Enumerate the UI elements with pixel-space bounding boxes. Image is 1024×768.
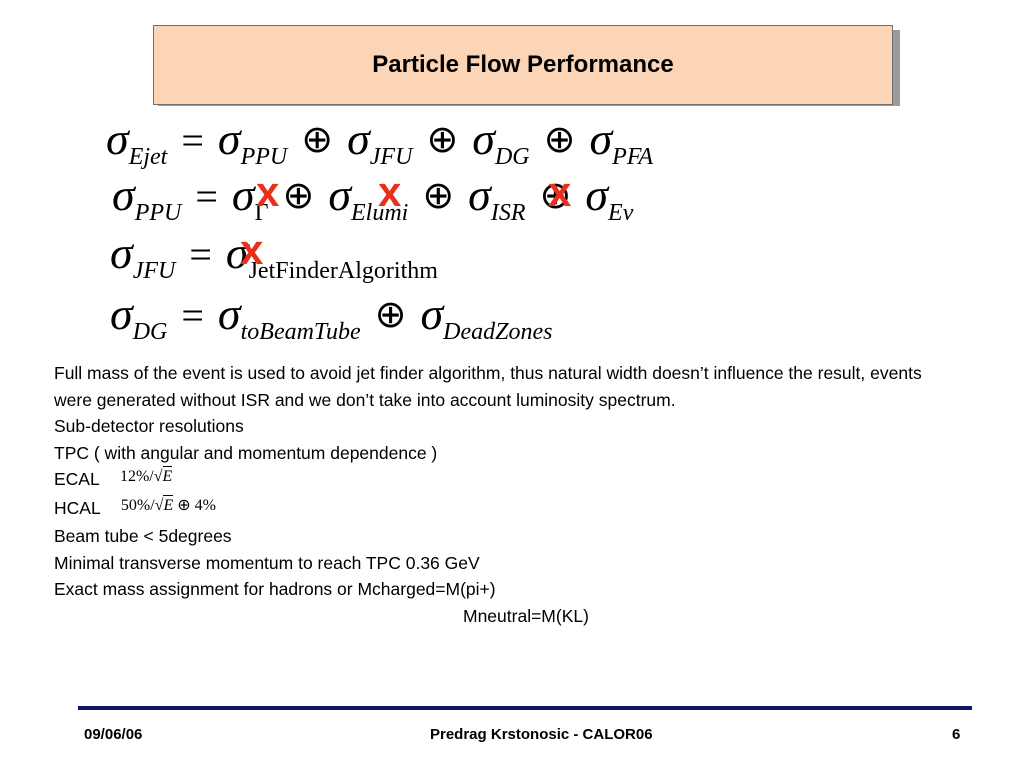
sigma-symbol: σ: [225, 227, 249, 278]
slash: /: [150, 496, 155, 514]
equals-sign: =: [189, 232, 212, 277]
oplus-symbol: ⊕: [374, 294, 407, 336]
formula-subscript: PFA: [612, 144, 654, 170]
energy-symbol: E: [162, 466, 173, 485]
oplus-symbol: ⊕: [426, 119, 459, 161]
crossed-out-mark: x: [378, 168, 402, 215]
formula-subscript: DG: [494, 144, 530, 170]
subdetector-line: Sub-detector resolutions: [54, 416, 244, 436]
title-box: Particle Flow Performance: [153, 25, 893, 105]
formula-line-2: σPPU = σΓ ⊕ σElumi ⊕ σISR ⊕ σEν: [112, 168, 633, 226]
formula-subscript: DeadZones: [443, 319, 553, 345]
footer-page-number: 6: [952, 726, 961, 743]
sigma-symbol: σ: [110, 227, 133, 278]
formula-subscript: DG: [132, 319, 168, 345]
sqrt-symbol: √: [154, 496, 164, 514]
sqrt-symbol: √: [153, 468, 163, 485]
formula-line-1: σEjet = σPPU ⊕ σJFU ⊕ σDG ⊕ σPFA: [106, 112, 653, 170]
oplus-symbol: ⊕: [301, 119, 334, 161]
crossed-out-mark: x: [548, 168, 572, 215]
sigma-symbol: σ: [472, 113, 495, 164]
formula-subscript: toBeamTube: [240, 319, 361, 345]
oplus-symbol: ⊕: [282, 175, 315, 217]
slide-title: Particle Flow Performance: [372, 51, 674, 78]
equals-sign: =: [181, 118, 204, 163]
sigma-symbol: σ: [468, 169, 491, 220]
hcal-constant: 4%: [194, 496, 216, 514]
equals-sign: =: [195, 174, 218, 219]
formula-line-3: σJFU = σJetFinderAlgorithm: [110, 226, 438, 284]
formula-subscript: Eν: [608, 200, 634, 226]
formula-subscript: Elumi: [351, 200, 409, 226]
hcal-percent: 50%: [120, 496, 151, 514]
formula-subscript: PPU: [240, 144, 288, 170]
ecal-line: ECAL 12%/√E: [54, 466, 954, 495]
sigma-symbol: σ: [112, 169, 135, 220]
sigma-symbol: σ: [328, 169, 351, 220]
sigma-symbol: σ: [585, 169, 609, 220]
sigma-symbol: σ: [217, 288, 241, 339]
formula-subscript: Γ: [254, 200, 269, 226]
ecal-resolution-formula: 12%/√E: [119, 464, 173, 491]
mass-assignment-line: Exact mass assignment for hadrons or Mch…: [54, 579, 496, 599]
sigma-symbol: σ: [106, 113, 129, 164]
oplus-symbol: ⊕: [422, 175, 455, 217]
sigma-symbol: σ: [110, 288, 133, 339]
formula-subscript: JFU: [132, 258, 176, 284]
formula-subscript: Ejet: [128, 144, 168, 170]
oplus-symbol: ⊕: [539, 175, 572, 217]
description-paragraph: Full mass of the event is used to avoid …: [54, 363, 922, 410]
ecal-label: ECAL: [54, 469, 100, 489]
oplus-symbol: ⊕: [543, 119, 576, 161]
crossed-out-mark: x: [240, 226, 264, 273]
formula-line-4: σDG = σtoBeamTube ⊕ σDeadZones: [110, 287, 552, 345]
minimal-momentum-line: Minimal transverse momentum to reach TPC…: [54, 552, 480, 573]
hcal-line: HCAL 50%/√E ⊕ 4%: [54, 493, 954, 524]
sigma-symbol: σ: [420, 288, 444, 339]
formula-subscript: PPU: [134, 200, 182, 226]
beamtube-line: Beam tube < 5degrees: [54, 526, 232, 546]
sigma-symbol: σ: [347, 113, 370, 164]
mneutral-line: Mneutral=M(KL): [463, 605, 589, 626]
slash: /: [149, 468, 154, 485]
equals-sign: =: [181, 293, 204, 338]
footer-author: Predrag Krstonosic - CALOR06: [430, 726, 653, 743]
sigma-symbol: σ: [589, 113, 613, 164]
footer-date: 09/06/06: [84, 726, 143, 743]
formula-subscript: JFU: [369, 144, 413, 170]
sigma-symbol: σ: [231, 169, 255, 220]
body-text: Full mass of the event is used to avoid …: [54, 360, 954, 629]
hcal-resolution-formula: 50%/√E ⊕ 4%: [121, 493, 216, 520]
crossed-out-mark: x: [256, 168, 280, 215]
formula-subscript: JetFinderAlgorithm: [248, 258, 438, 284]
footer-divider: [78, 706, 972, 710]
tpc-line: TPC ( with angular and momentum dependen…: [54, 442, 438, 463]
sigma-symbol: σ: [217, 113, 241, 164]
ecal-percent: 12%: [119, 468, 150, 485]
energy-symbol: E: [163, 494, 174, 514]
formula-subscript: ISR: [490, 200, 526, 226]
oplus-symbol: ⊕: [177, 496, 191, 514]
hcal-label: HCAL: [54, 497, 101, 518]
